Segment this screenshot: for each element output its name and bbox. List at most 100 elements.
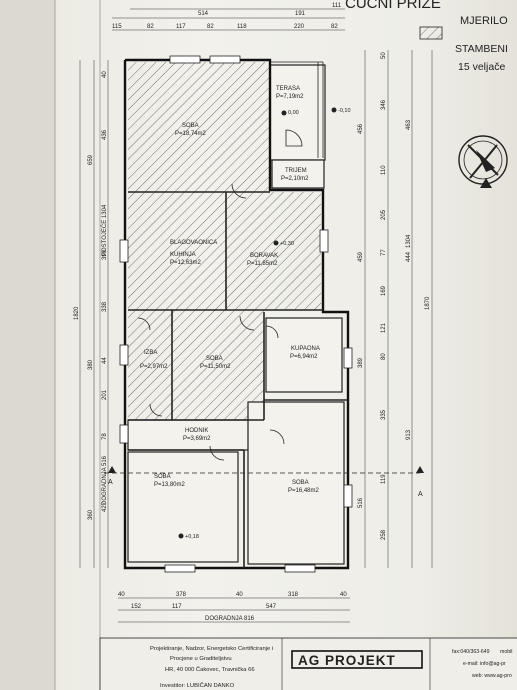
left-dimensions: 40 436 399 338 44 380 201 78 427 360 659… [74,71,108,520]
room-terasa-name: TERASA [276,86,300,92]
dimension-label-dimensions-left-chain-inner-2: 399 [102,249,108,260]
existing-structure [128,62,321,420]
dim-top-c2: 117 [176,24,186,30]
dimension-label-dimensions-right-chain-inner-5: 169 [381,285,387,296]
dimension-label-dimensions-left-chain-inner-3: 338 [102,301,108,312]
dimension-label-dimensions-left-chain-inner-1: 436 [102,129,108,140]
room-soba3-area: P=13,80m2 [154,482,186,488]
room-kupaona-area: P=6,94m2 [290,354,318,360]
room-soba4-name: SOBA [292,480,309,486]
room-soba1-name: SOBA [182,123,199,129]
dimension-label-dimensions-left-chain-inner-7: 78 [102,433,108,440]
dimension-label-dimensions-right-chain-inner-6: 121 [381,322,387,333]
dimension-label-dimensions-right-chain-inner-3: 205 [381,209,387,220]
dim-top-c3: 82 [207,24,214,30]
dimension-label-title-block-logo: AG PROJEKT [298,653,396,668]
level-terrace-door: 0,00 [288,110,299,116]
dim-bottom-c2: 40 [236,592,243,598]
section-arrow-right [416,466,424,473]
room-hodnik-area: P=3,69m2 [183,436,211,442]
room-labels: TERASA P=7,19m2 SOBA P=18,74m2 TRIJEM P=… [140,86,320,494]
level-markers [178,107,337,539]
legend-hatch-swatch [419,26,443,40]
dimension-label-dimensions-right-chain-inner-7: 80 [381,353,387,360]
room-outlines [127,64,345,565]
left-dimension-lines [79,60,109,568]
north-arrow-icon [458,135,508,188]
contact-web: web: www.ag-pro [472,673,512,679]
dimension-label-dimensions-right-chain-mid-3: 516 [358,497,364,508]
dim-top-c0: 115 [112,24,122,30]
date-label: 15 veljače [458,61,505,73]
terrace-railing [270,61,324,158]
room-soba3-name: SOBA [154,474,171,480]
dim-top-c6: 82 [331,24,338,30]
dimension-label-dimensions-right-chain-outer-2: 444 [406,251,412,262]
title-block [99,637,517,690]
dimension-label-dimensions-right-chain-inner-4: 77 [381,249,387,256]
dim-top-c5: 220 [294,24,305,30]
sheet-title: ĆUCNI PRIZE [345,0,441,12]
windows [119,55,353,573]
dimension-label-dimensions-left-chain-inner-6: 201 [102,389,108,400]
company-address: HR, 40 000 Čakovec, Travnička 66 [165,666,255,673]
room-blagovaonica-area: P=12,63m2 [170,260,202,266]
legend-label: STAMBENI [455,43,508,55]
dim-bottom-c1: 378 [176,592,187,598]
bottom-dimension-lines [118,597,350,623]
dimension-label-dimensions-right-chain-inner-0: 50 [381,52,387,59]
investor-label: Investitor: LUBIČAN DANKO [160,682,235,689]
section-arrow-left [108,466,116,473]
contact-fax: fax:040/363-649 [452,649,490,655]
level-terrace: -0,10 [338,108,351,114]
services-line1: Projektiranje, Nadzor, Energetsko Certif… [150,646,273,652]
dim-bottom-c4: 40 [340,592,347,598]
exterior-walls [123,58,350,570]
dimension-label-dimensions-right-chain-inner-1: 346 [381,99,387,110]
contact-email: e-mail: info@ag-pr [463,661,506,667]
scale-label: MJERILO [460,15,508,27]
dimension-label-dimensions-right-chain-mid-0: 456 [358,123,364,134]
room-boravak-name: BORAVAK [250,253,278,259]
dim-bottom-label: DOGRADNJA 816 [205,616,255,622]
room-izba-name: IZBA [144,350,157,356]
room-soba2-area: P=11,50m2 [200,364,231,370]
dimension-label-dimensions-right-chain-inner-8: 335 [381,409,387,420]
level-soba: +0,18 [185,534,199,540]
services-line2: Procjene u Graditeljstvu [170,656,232,662]
right-dimension-lines [364,50,433,568]
room-boravak-area: P=11,85m2 [247,261,278,267]
dimension-label-dimensions-left-chain-inner-8: 427 [102,501,108,512]
level-boravak: +0,30 [280,241,294,247]
dim-top-right: 191 [295,11,306,17]
dim-top-partial: 111 [332,3,342,9]
dimension-label-dimensions-right-total: 1870 [425,296,431,310]
top-dimensions [112,8,345,31]
room-soba1-area: P=18,74m2 [175,131,207,137]
room-trijem-name: TRIJEM [285,168,307,174]
room-hodnik-name: HODNIK [185,428,208,434]
dimension-label-dimensions-right-chain-mid-1: 459 [358,251,364,262]
room-terasa-area: P=7,19m2 [276,94,304,100]
dimension-label-dimensions-right-chain-mid-2: 389 [358,357,364,368]
dimension-label-dimensions-right-chain-inner-9: 119 [381,474,387,484]
dim-bottom-d0: 152 [131,604,142,610]
dim-top-total: 514 [198,11,209,17]
room-kuhinja-name: KUHINJA [170,252,196,258]
room-soba4-area: P=16,48m2 [288,488,320,494]
dimension-label-dimensions-right-chain-inner-10: 258 [381,529,387,540]
binder-margin [0,0,55,690]
dim-bottom-c0: 40 [118,592,125,598]
section-marker-left: A [108,479,113,486]
dimension-label-dimensions-left-chain-inner-5: 380 [88,359,94,370]
dimension-label-dimensions-left-chain-inner-4: 44 [102,357,108,364]
dimension-label-dimensions-right-chain-outer-0: 1304 [406,234,412,248]
dim-bottom-d1: 117 [172,604,182,610]
right-dimensions: 50 346 110 205 77 169 121 80 335 119 258… [358,52,431,540]
dimension-label-dimensions-left-total: 1820 [74,306,80,320]
interior-walls [128,191,348,568]
room-izba-area: P=2,97m2 [140,364,168,370]
dimension-label-dimensions-right-chain-outer-3: 913 [406,429,412,440]
